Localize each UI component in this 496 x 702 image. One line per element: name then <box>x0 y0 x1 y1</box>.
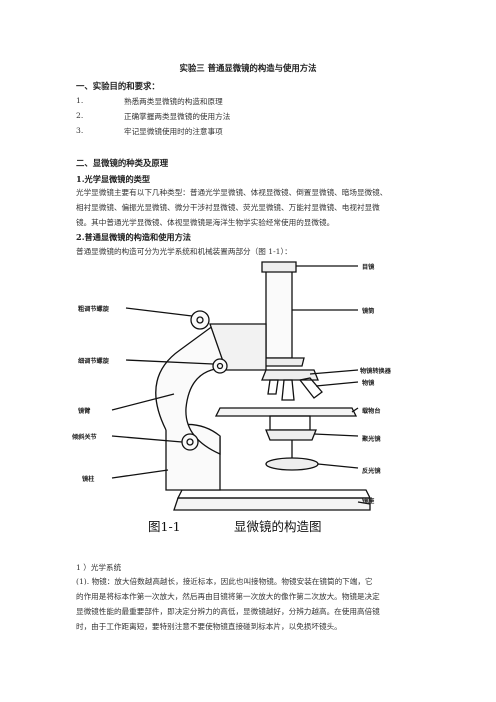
label-condenser: 聚光镜 <box>362 436 381 443</box>
figure-caption-text: 显微镜的构造图 <box>234 519 322 534</box>
section-heading-types: 二、显微镜的种类及原理 <box>76 158 169 168</box>
label-pillar: 镜柱 <box>82 476 95 483</box>
list-item-number: 2. <box>76 111 84 120</box>
paragraph-line: 的作用是将标本作第一次放大，然后再由目镜将第一次放大的像作第二次放大。物镜是决定 <box>76 592 380 601</box>
paragraph-line: 镜。其中普通光学显微镜、体视显微镜是海洋生物学实验经常使用的显微镜。 <box>76 218 335 227</box>
figure-caption-number: 图1-1 <box>148 519 181 534</box>
paragraph-line: 相衬显微镜、偏振光显微镜、微分干涉衬显微镜、荧光显微镜、万能衬显微镜、电视衬显微 <box>76 203 380 212</box>
paragraph-line: 光学显微镜主要有以下几种类型：普通光学显微镜、体视显微镜、倒置显微镜、暗场显微镜… <box>76 188 388 197</box>
label-eyepiece: 目镜 <box>362 264 375 271</box>
subheading-structure: 2.普通显微镜的构造和使用方法 <box>76 232 191 242</box>
page-title: 实验三 普通显微镜的构造与使用方法 <box>179 63 317 73</box>
list-item-number: 3. <box>76 126 84 135</box>
list-item: 牢记显微镜使用时的注意事项 <box>124 127 223 136</box>
label-fine-adjust: 细调节螺旋 <box>78 358 109 365</box>
label-arm: 镜臂 <box>78 408 91 415</box>
label-base: 镜座 <box>362 498 375 505</box>
label-tube: 镜筒 <box>362 308 375 315</box>
label-coarse-adjust: 粗调节螺旋 <box>78 306 109 313</box>
label-mirror: 反光镜 <box>362 468 381 475</box>
paragraph-line: 时，由于工作距离短，要特别注意不要使物镜直接碰到标本片，以免损坏镜头。 <box>76 622 342 631</box>
label-objective: 物镜 <box>362 380 375 387</box>
list-item: 正确掌握两类显微镜的使用方法 <box>124 112 231 121</box>
subheading-optical-system: 1 ）光学系统 <box>76 563 122 572</box>
paragraph-line: 显微镜性能的最重要部件，即决定分辨力的高低，显微镜越好，分辨力越高。在使用高倍镜 <box>76 607 380 616</box>
list-item: 熟悉两类显微镜的构造和原理 <box>124 97 223 106</box>
section-heading-objectives: 一、实验目的和要求： <box>76 81 160 91</box>
label-stage: 载物台 <box>362 408 381 415</box>
microscope-diagram <box>111 261 372 511</box>
paragraph-line: 普通显微镜的构造可分为光学系统和机械装置两部分（图 1-1）： <box>76 247 292 256</box>
label-tilt-joint: 倾斜关节 <box>72 434 97 441</box>
subheading-types: 1.光学显微镜的类型 <box>76 174 151 184</box>
paragraph-line: (1). 物镜：放大倍数越高越长，接近标本，因此也叫接物镜。物镜安装在镜筒的下端… <box>76 577 373 586</box>
label-nosepiece: 物镜转换器 <box>360 368 391 375</box>
list-item-number: 1. <box>76 96 84 105</box>
